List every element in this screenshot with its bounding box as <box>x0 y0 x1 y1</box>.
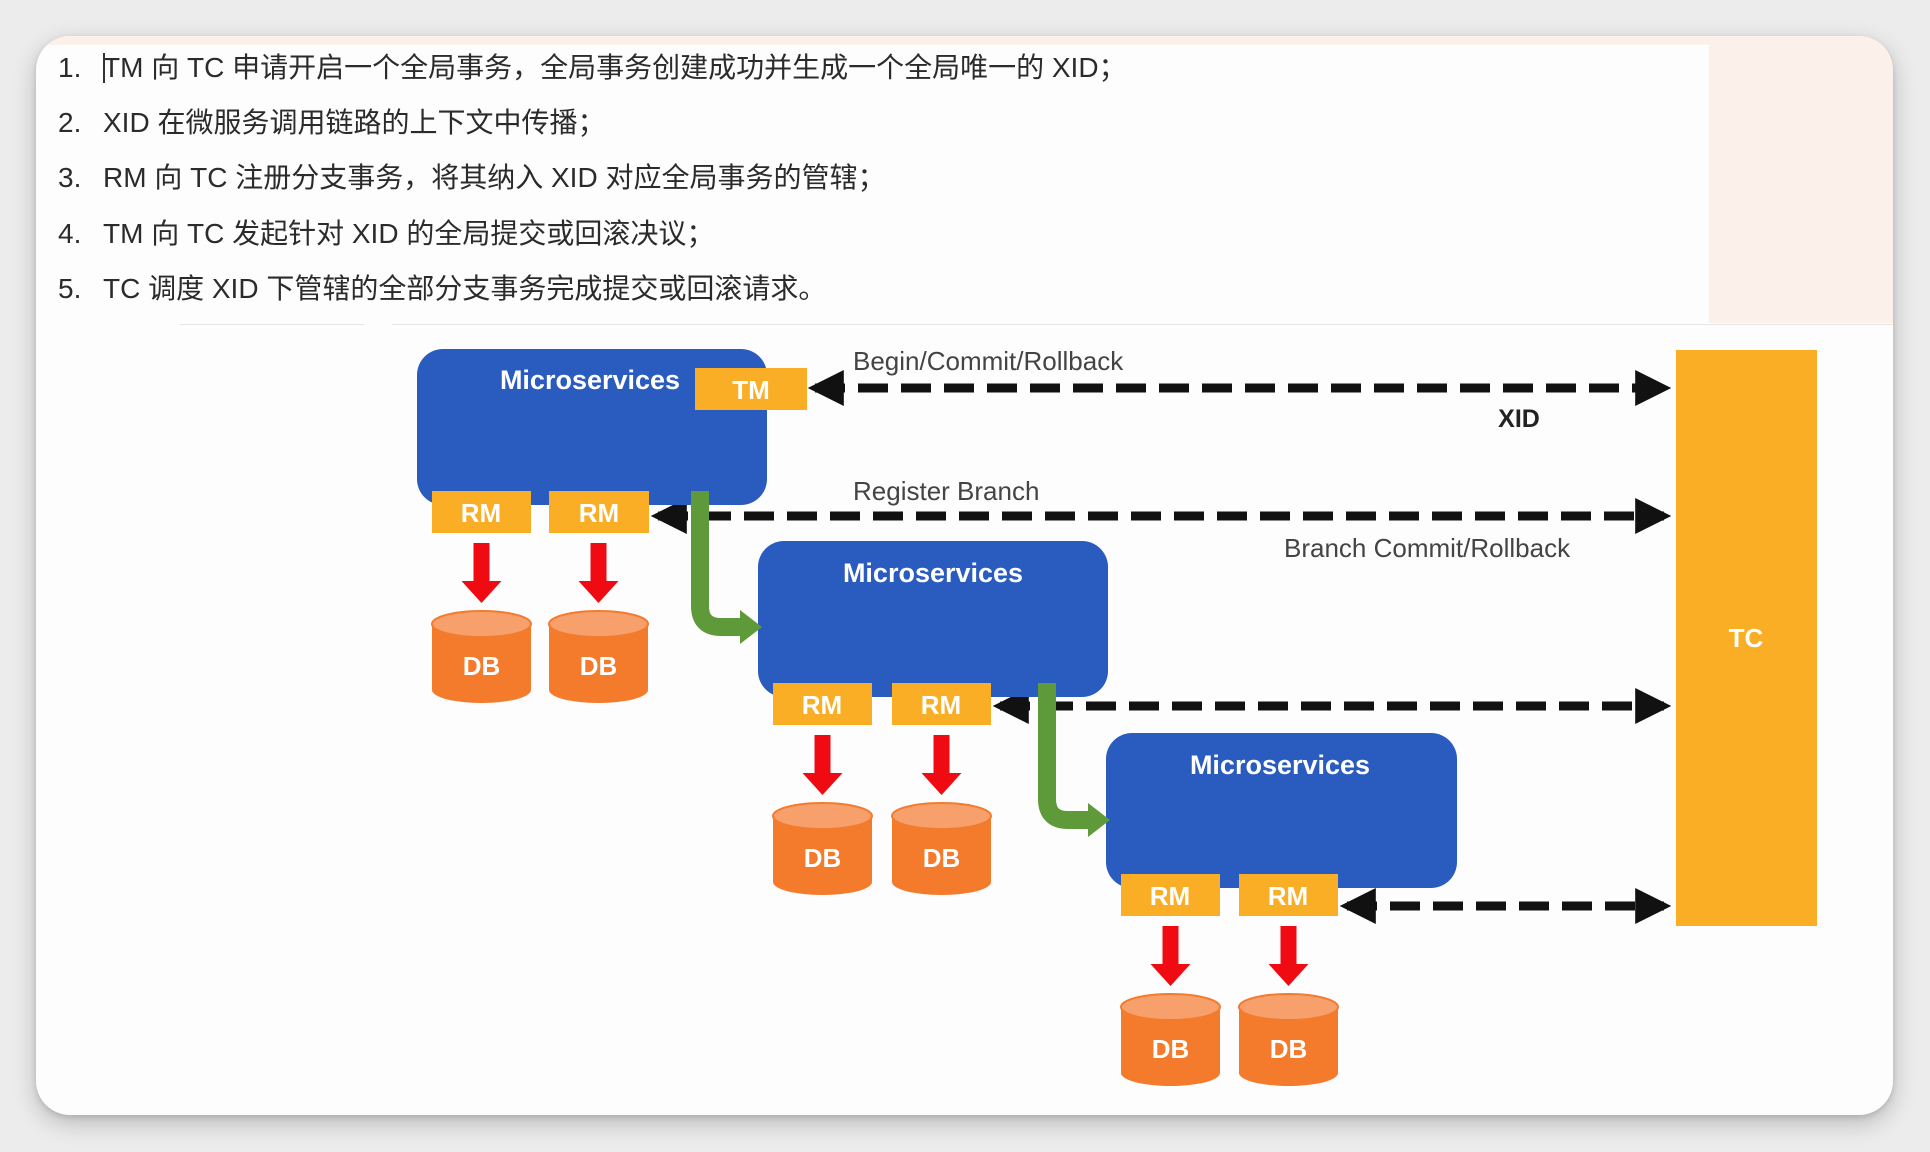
db-cylinder-top <box>1120 993 1221 1021</box>
service-label: Microservices <box>843 558 1023 588</box>
db-cylinder-top <box>891 802 992 830</box>
step-text: XID 在微服务调用链路的上下文中传播； <box>103 107 606 138</box>
write-arrow-icon <box>461 543 502 603</box>
label-branch-commit-rollback: Branch Commit/Rollback <box>1284 533 1571 563</box>
db-cylinder-icon <box>1121 1007 1220 1087</box>
slide-card: 1. TM 向 TC 申请开启一个全局事务，全局事务创建成功并生成一个全局唯一的 … <box>36 36 1893 1115</box>
label-register-branch: Register Branch <box>853 476 1039 506</box>
step-text: TM 向 TC 申请开启一个全局事务，全局事务创建成功并生成一个全局唯一的 XI… <box>103 52 1127 83</box>
step-number: 4. <box>58 218 82 249</box>
call-arrows <box>691 491 1110 837</box>
rm-label: RM <box>461 498 501 528</box>
rm-label: RM <box>802 690 842 720</box>
write-arrow-icon <box>802 735 843 795</box>
db-label: DB <box>804 843 842 873</box>
step-number: 2. <box>58 107 82 138</box>
dashed-links <box>650 370 1672 924</box>
write-arrow-icon <box>578 543 619 603</box>
db-cylinder-icon <box>892 816 991 895</box>
db-cylinder-icon <box>773 816 872 895</box>
write-arrow-icon <box>1150 926 1191 986</box>
db-group: DB DB DB DB DB DB <box>431 543 1339 1087</box>
side-panel <box>1709 45 1893 323</box>
label-begin-commit-rollback: Begin/Commit/Rollback <box>853 346 1124 376</box>
step-text: TC 调度 XID 下管辖的全部分支事务完成提交或回滚请求。 <box>103 273 827 304</box>
step-text: TM 向 TC 发起针对 XID 的全局提交或回滚决议； <box>103 218 715 249</box>
rm-label: RM <box>1268 881 1308 911</box>
label-xid: XID <box>1498 405 1540 433</box>
db-cylinder-top <box>548 610 649 638</box>
step-item: 2. XID 在微服务调用链路的上下文中传播； <box>58 103 605 143</box>
step-item: 4. TM 向 TC 发起针对 XID 的全局提交或回滚决议； <box>58 214 714 254</box>
rm-label: RM <box>1150 881 1190 911</box>
service-node: Microservices RM RM <box>1106 733 1457 916</box>
step-item: 5. TC 调度 XID 下管辖的全部分支事务完成提交或回滚请求。 <box>58 269 826 309</box>
step-number: 1. <box>58 52 82 83</box>
tc-node: TC <box>1676 350 1817 926</box>
step-number: 5. <box>58 273 82 304</box>
tm-label: TM <box>732 375 770 405</box>
step-item: 1. TM 向 TC 申请开启一个全局事务，全局事务创建成功并生成一个全局唯一的 … <box>58 48 1127 88</box>
call-arrow-2-to-3 <box>1038 683 1090 829</box>
db-cylinder-top <box>1238 993 1339 1021</box>
call-arrowhead <box>1088 803 1110 837</box>
db-label: DB <box>923 843 961 873</box>
service-label: Microservices <box>500 365 680 395</box>
divider <box>392 324 1893 325</box>
text-cursor <box>103 53 105 83</box>
db-cylinder-icon <box>549 624 648 703</box>
db-label: DB <box>580 651 618 681</box>
db-label: DB <box>463 651 501 681</box>
db-cylinder-icon <box>432 624 531 703</box>
rm-label: RM <box>579 498 619 528</box>
db-cylinder-top <box>772 802 873 830</box>
header-strip <box>36 36 1893 45</box>
tc-label: TC <box>1729 623 1764 653</box>
write-arrow-icon <box>921 735 962 795</box>
service-node: Microservices TM RM RM <box>417 349 807 533</box>
step-text: RM 向 TC 注册分支事务，将其纳入 XID 对应全局事务的管辖； <box>103 162 886 193</box>
db-cylinder-icon <box>1239 1007 1338 1087</box>
write-arrow-icon <box>1268 926 1309 986</box>
call-arrow-1-to-2 <box>691 491 742 636</box>
step-item: 3. RM 向 TC 注册分支事务，将其纳入 XID 对应全局事务的管辖； <box>58 158 885 198</box>
db-cylinder-top <box>431 610 532 638</box>
rm-label: RM <box>921 690 961 720</box>
divider <box>180 324 364 325</box>
call-arrowhead <box>740 610 762 644</box>
db-label: DB <box>1270 1034 1308 1064</box>
service-label: Microservices <box>1190 750 1370 780</box>
service-node: Microservices RM RM <box>758 541 1108 725</box>
step-number: 3. <box>58 162 82 193</box>
db-label: DB <box>1152 1034 1190 1064</box>
